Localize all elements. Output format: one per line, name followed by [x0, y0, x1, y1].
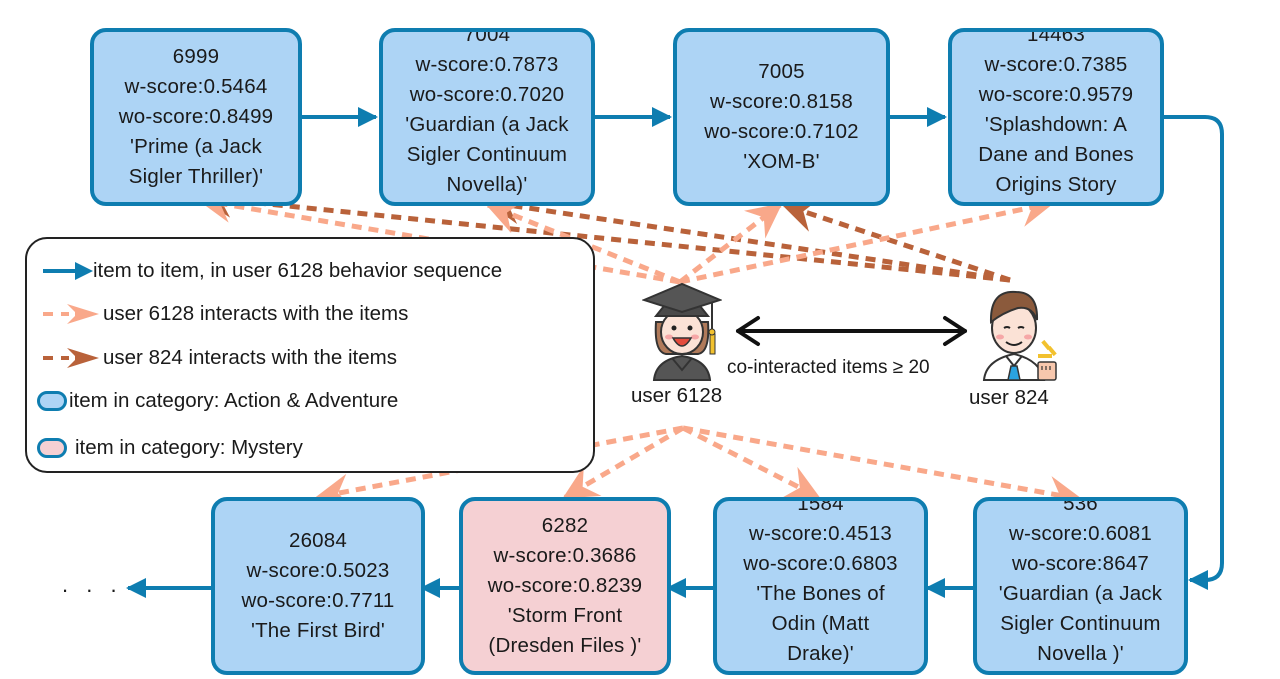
- pink-rounded-box-icon: [37, 438, 67, 458]
- item-node-7005[interactable]: 7005 w-score:0.8158 wo-score:0.7102 'XOM…: [673, 28, 890, 206]
- legend-item-user6128: user 6128 interacts with the items: [41, 299, 408, 329]
- w-score: w-score:0.3686: [493, 544, 637, 567]
- blue-rounded-box-icon: [37, 391, 67, 411]
- item-id: 536: [1063, 497, 1098, 515]
- wo-score: wo-score:0.7102: [704, 120, 859, 143]
- legend-label: item in category: Action & Adventure: [69, 389, 399, 412]
- solid-arrow-icon: [43, 262, 93, 280]
- w-score: w-score:0.4513: [749, 522, 892, 545]
- item-id: 6999: [172, 45, 220, 68]
- w-score: w-score:0.5023: [246, 559, 390, 582]
- item-id: 26084: [288, 529, 347, 552]
- item-title-line: 'Prime (a Jack: [129, 135, 263, 158]
- user6128-arrow-7005: [678, 203, 783, 284]
- user824-arrow-7005: [781, 198, 1011, 283]
- legend-label: item to item, in user 6128 behavior sequ…: [93, 259, 503, 282]
- wo-score: wo-score:0.9579: [978, 83, 1134, 106]
- w-score: w-score:0.6081: [1009, 522, 1152, 545]
- legend-item-user824: user 824 interacts with the items: [41, 343, 397, 373]
- item-node-536[interactable]: 536 w-score:0.6081 wo-score:8647 'Guardi…: [973, 497, 1188, 675]
- legend-item-action-adventure: item in category: Action & Adventure: [37, 386, 398, 416]
- item-title-line: 'Storm Front: [507, 604, 623, 627]
- item-node-1584[interactable]: 1584 w-score:0.4513 wo-score:0.6803 'The…: [713, 497, 928, 675]
- item-title-line: Odin (Matt: [771, 612, 870, 635]
- item-title-line: (Dresden Files )': [488, 634, 642, 657]
- wo-score: wo-score:0.8499: [118, 105, 274, 128]
- wo-score: wo-score:8647: [1011, 552, 1150, 575]
- item-title-line: Drake)': [787, 642, 854, 665]
- item-id: 6282: [541, 514, 589, 537]
- item-title-line: Origins Story: [995, 173, 1117, 196]
- continuation-ellipsis: . . .: [62, 572, 123, 597]
- item-node-26084[interactable]: 26084 w-score:0.5023 wo-score:0.7711 'Th…: [211, 497, 425, 675]
- legend-label: item in category: Mystery: [75, 436, 303, 459]
- w-score: w-score:0.7873: [415, 53, 559, 76]
- w-score: w-score:0.5464: [124, 75, 268, 98]
- item-node-6282[interactable]: 6282 w-score:0.3686 wo-score:0.8239 'Sto…: [459, 497, 671, 675]
- w-score: w-score:0.7385: [984, 53, 1128, 76]
- wo-score: wo-score:0.6803: [743, 552, 898, 575]
- w-score: w-score:0.8158: [710, 90, 853, 113]
- item-title-line: Dane and Bones: [978, 143, 1134, 166]
- item-title-line: 'Guardian (a Jack: [998, 582, 1163, 605]
- user6128-arrow-536: [682, 425, 1083, 511]
- item-title-line: Novella )': [1037, 642, 1124, 665]
- dashed-light-arrow-icon: [43, 304, 99, 324]
- item-id: 1584: [797, 497, 844, 515]
- item-title-line: Sigler Continuum: [406, 143, 568, 166]
- wo-score: wo-score:0.7711: [241, 589, 395, 612]
- item-title-line: 'The Bones of: [756, 582, 885, 605]
- legend-item-mystery: item in category: Mystery: [37, 433, 303, 463]
- graduate-woman-icon: [642, 282, 722, 381]
- item-title-line: Sigler Continuum: [1000, 612, 1161, 635]
- item-node-7004[interactable]: 7004 w-score:0.7873 wo-score:0.7020 'Gua…: [379, 28, 595, 206]
- item-title-line: Sigler Thriller)': [128, 165, 264, 188]
- item-title-line: Novella)': [446, 173, 528, 196]
- user6128-arrow-1584: [681, 425, 821, 500]
- legend-label: user 824 interacts with the items: [103, 346, 397, 369]
- co-interaction-arrow: [736, 316, 967, 346]
- wo-score: wo-score:0.8239: [487, 574, 643, 597]
- item-id: 7005: [758, 60, 805, 83]
- businessman-icon: [982, 290, 1057, 381]
- user-6128-label: user 6128: [631, 384, 723, 407]
- item-title-line: 'The First Bird': [250, 619, 386, 642]
- item-title-line: 'Splashdown: A: [984, 113, 1128, 136]
- user-824-label: user 824: [969, 386, 1049, 409]
- item-id: 14463: [1026, 28, 1085, 46]
- dashed-dark-arrow-icon: [43, 348, 99, 368]
- legend-item-sequence: item to item, in user 6128 behavior sequ…: [41, 256, 502, 286]
- item-node-6999[interactable]: 6999 w-score:0.5464 wo-score:0.8499 'Pri…: [90, 28, 302, 206]
- user6128-arrow-14463: [679, 192, 1055, 285]
- item-node-14463[interactable]: 14463 w-score:0.7385 wo-score:0.9579 'Sp…: [948, 28, 1164, 206]
- item-id: 7004: [463, 28, 511, 46]
- legend: item to item, in user 6128 behavior sequ…: [25, 237, 595, 473]
- legend-label: user 6128 interacts with the items: [103, 302, 409, 325]
- co-interaction-label: co-interacted items ≥ 20: [727, 357, 930, 378]
- item-title-line: 'Guardian (a Jack: [405, 113, 569, 136]
- item-title-line: 'XOM-B': [743, 150, 820, 173]
- wo-score: wo-score:0.7020: [409, 83, 565, 106]
